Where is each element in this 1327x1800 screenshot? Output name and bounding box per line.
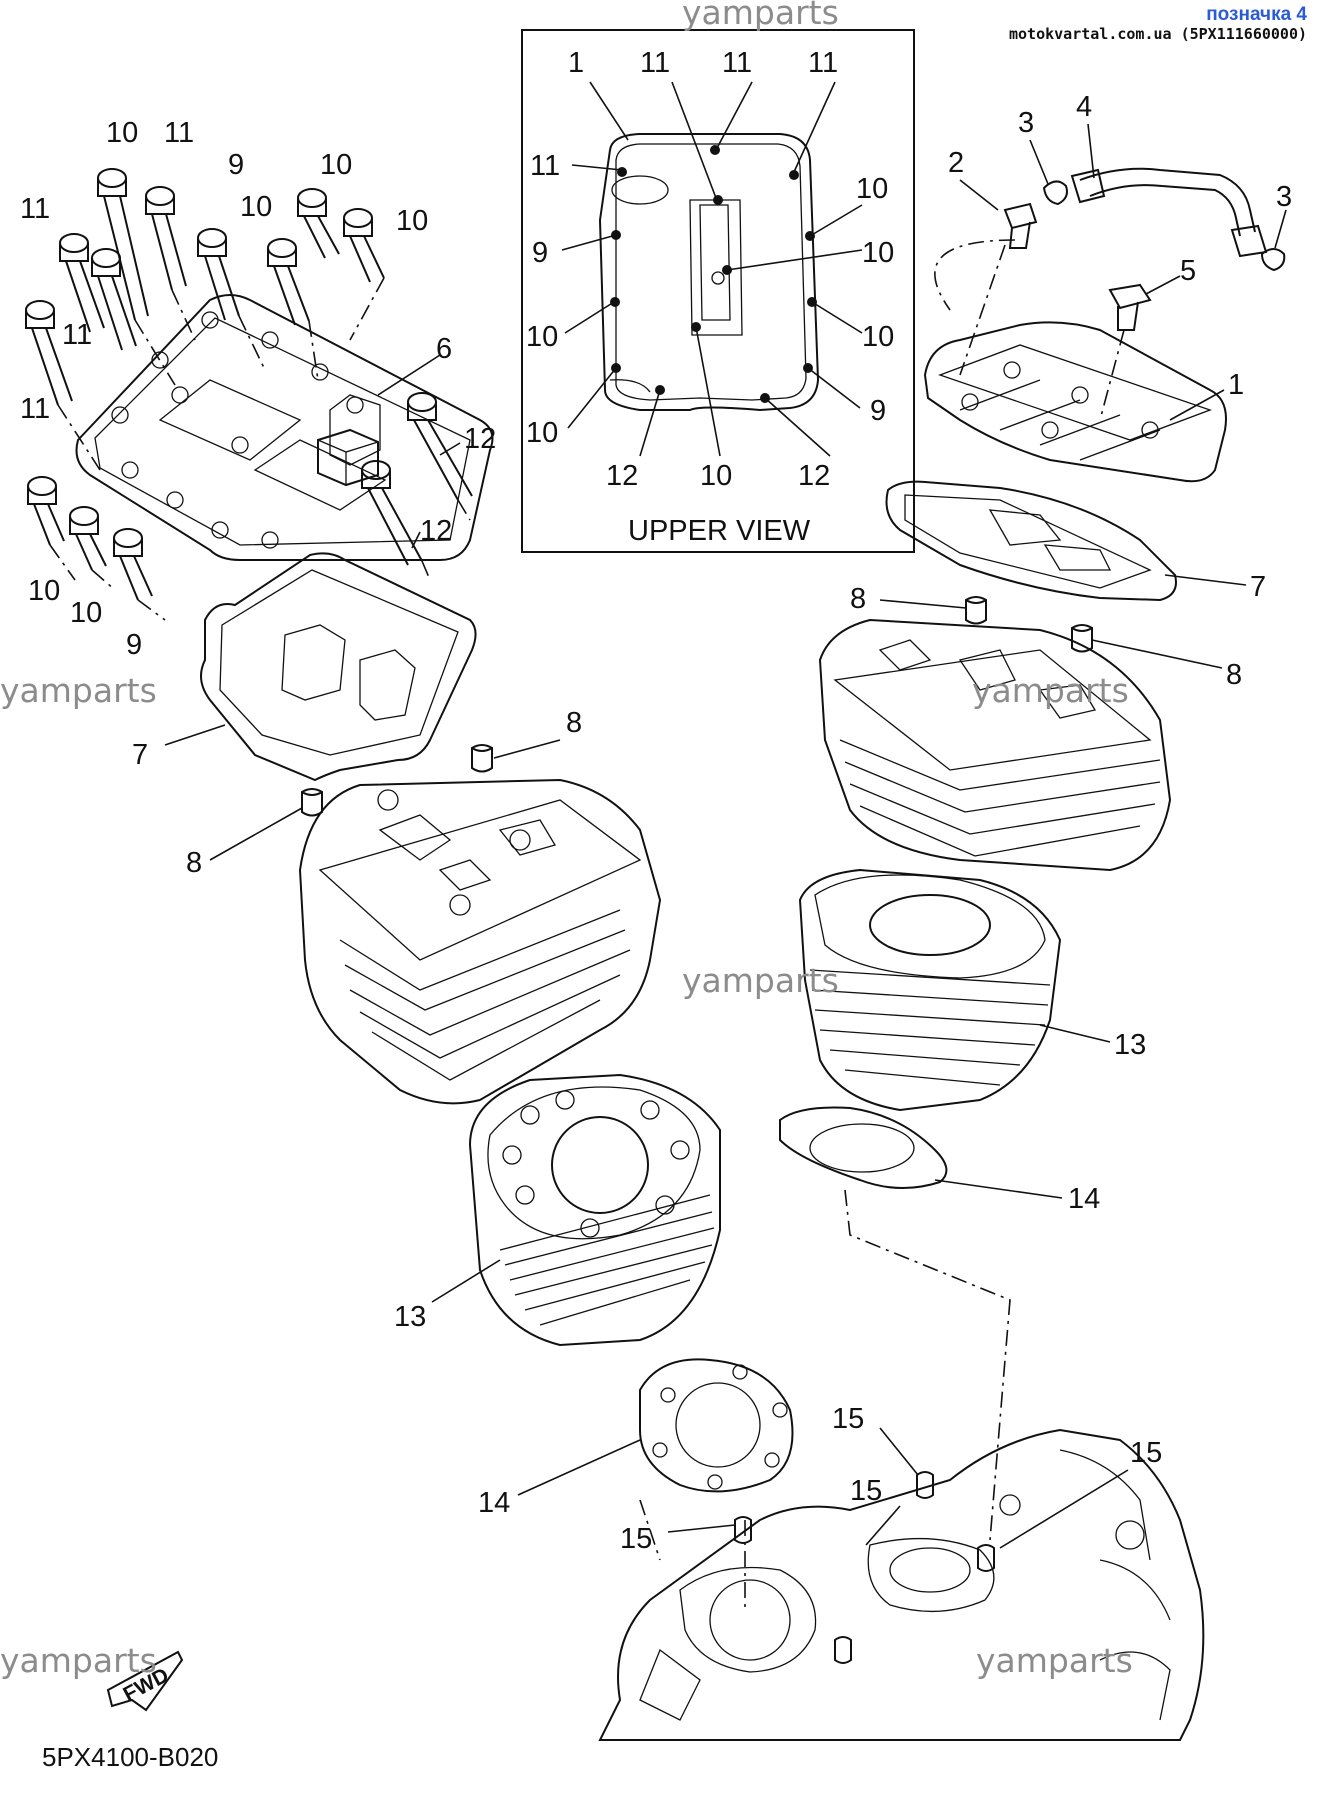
watermark: yamparts — [976, 1641, 1133, 1680]
right-gasket-7 — [885, 480, 1177, 602]
callout-10: 10 — [862, 321, 894, 353]
callout-3: 3 — [1018, 107, 1034, 139]
callout-3: 3 — [1276, 181, 1292, 213]
leader-lines — [164, 123, 1287, 1549]
left-cylinder-head-cover — [75, 294, 494, 561]
callout-10: 10 — [856, 173, 888, 205]
callout-5: 5 — [1180, 255, 1196, 287]
callout-10: 10 — [862, 237, 894, 269]
left-gasket-7 — [200, 552, 477, 782]
callout-1: 1 — [568, 47, 584, 79]
callout-12: 12 — [798, 460, 830, 492]
left-bolt-set — [25, 168, 473, 621]
callout-10: 10 — [240, 191, 272, 223]
left-spacer-6 — [317, 428, 379, 487]
callout-10: 10 — [28, 575, 60, 607]
watermark: yamparts — [0, 1641, 157, 1680]
callout-11: 11 — [722, 47, 752, 79]
callout-15: 15 — [1130, 1437, 1162, 1469]
right-cylinder-head-cover-1 — [923, 321, 1227, 483]
callout-11: 11 — [20, 393, 50, 425]
callout-12: 12 — [606, 460, 638, 492]
diagram-code: 5PX4100-B020 — [42, 1742, 219, 1772]
right-gasket-14 — [779, 1106, 948, 1189]
callout-13: 13 — [1114, 1029, 1146, 1061]
callout-15: 15 — [620, 1523, 652, 1555]
callout-10: 10 — [320, 149, 352, 181]
callout-10: 10 — [526, 417, 558, 449]
left-gasket-14 — [639, 1358, 794, 1493]
callout-15: 15 — [832, 1403, 864, 1435]
callout-11: 11 — [164, 117, 194, 149]
callout-8: 8 — [850, 583, 866, 615]
callout-11: 11 — [530, 150, 560, 182]
watermarks: yamparts yamparts yamparts yamparts yamp… — [0, 0, 1133, 1680]
callout-7: 7 — [132, 739, 148, 771]
header-note: позначка 4 motokvartal.com.ua (5PX111660… — [1009, 4, 1307, 43]
center-dash-guides — [639, 1189, 1011, 1610]
header-label: позначка 4 — [1206, 4, 1307, 25]
header-source: motokvartal.com.ua (5PX111660000) — [1008, 24, 1307, 43]
right-fitting-5 — [1108, 283, 1152, 331]
callout-13: 13 — [394, 1301, 426, 1333]
callout-9: 9 — [228, 149, 244, 181]
callout-6: 6 — [436, 333, 452, 365]
watermark: yamparts — [682, 961, 839, 1000]
watermark: yamparts — [0, 671, 157, 710]
callout-8: 8 — [186, 847, 202, 879]
callout-10: 10 — [106, 117, 138, 149]
callouts: 1 11 11 11 11 10 9 10 10 10 9 10 12 10 1… — [20, 47, 1292, 1555]
callout-9: 9 — [532, 237, 548, 269]
right-breather-hose-4 — [1003, 167, 1268, 258]
callout-11: 11 — [20, 193, 50, 225]
callout-10: 10 — [70, 597, 102, 629]
callout-14: 14 — [1068, 1183, 1100, 1215]
crankcase — [598, 1428, 1205, 1741]
callout-10: 10 — [396, 205, 428, 237]
right-dowel-pins-8 — [965, 596, 1093, 653]
callout-1: 1 — [1228, 369, 1244, 401]
left-cylinder-head — [298, 778, 662, 1105]
right-clamps-3 — [1042, 180, 1286, 272]
callout-8: 8 — [566, 707, 582, 739]
callout-11: 11 — [640, 47, 670, 79]
callout-11: 11 — [62, 319, 92, 351]
callout-15: 15 — [850, 1475, 882, 1507]
right-cylinder-13 — [798, 868, 1062, 1112]
upper-view-leader-lines — [561, 81, 863, 457]
callout-9: 9 — [126, 629, 142, 661]
callout-12: 12 — [464, 423, 496, 455]
callout-8: 8 — [1226, 659, 1242, 691]
callout-4: 4 — [1076, 91, 1092, 123]
right-cylinder-head — [818, 618, 1172, 872]
callout-2: 2 — [948, 147, 964, 179]
callout-10: 10 — [526, 321, 558, 353]
callout-7: 7 — [1250, 571, 1266, 603]
callout-9: 9 — [870, 395, 886, 427]
watermark: yamparts — [682, 0, 839, 32]
callout-10: 10 — [700, 460, 732, 492]
left-cylinder-13 — [468, 1073, 721, 1347]
upper-view-inset — [521, 29, 915, 553]
callout-11: 11 — [808, 47, 838, 79]
upper-view-bolt-markers — [610, 145, 817, 403]
crankcase-dowels-15 — [734, 1471, 995, 1664]
callout-12: 12 — [420, 515, 452, 547]
upper-view-label: UPPER VIEW — [628, 515, 811, 547]
callout-14: 14 — [478, 1487, 510, 1519]
right-dash-guides — [934, 239, 1125, 421]
watermark: yamparts — [972, 671, 1129, 710]
